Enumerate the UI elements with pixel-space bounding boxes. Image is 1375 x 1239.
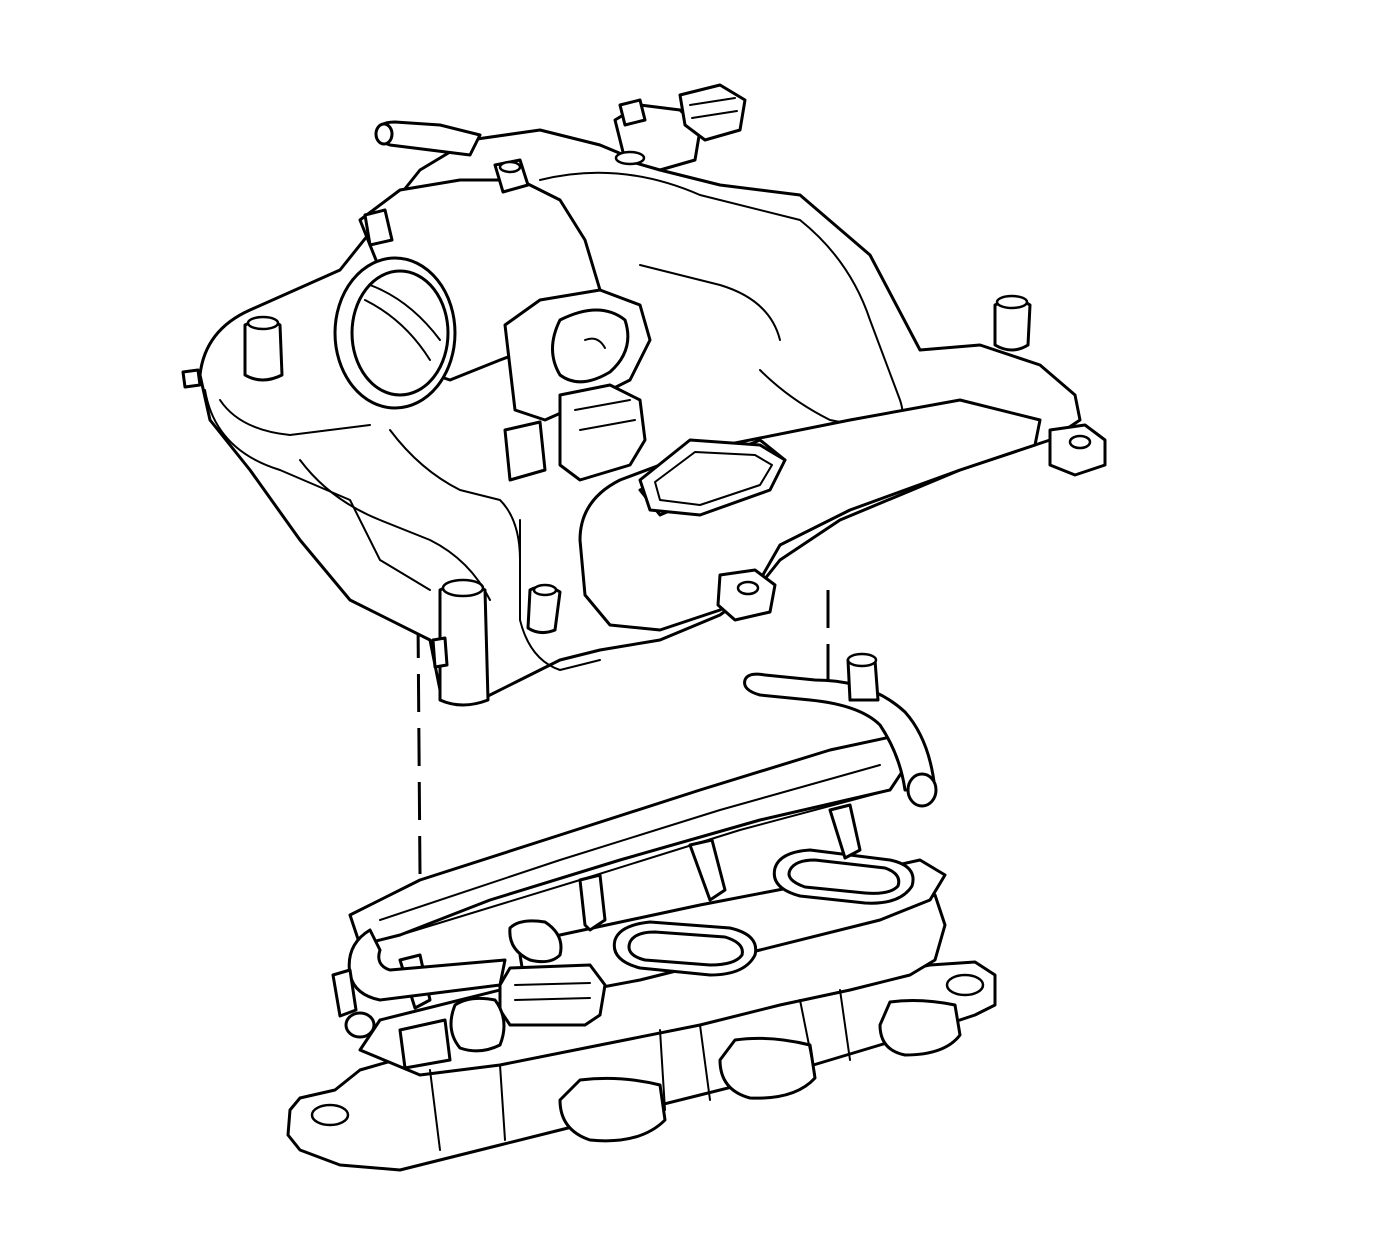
alignment-dashed-lines [416, 590, 830, 876]
throttle-body [333, 158, 652, 482]
dashed-line [416, 619, 422, 876]
fuel-rail [331, 652, 938, 1039]
lower-intake-manifold [286, 652, 997, 1172]
upper-intake-manifold [181, 83, 1107, 707]
map-sensor [613, 83, 747, 172]
